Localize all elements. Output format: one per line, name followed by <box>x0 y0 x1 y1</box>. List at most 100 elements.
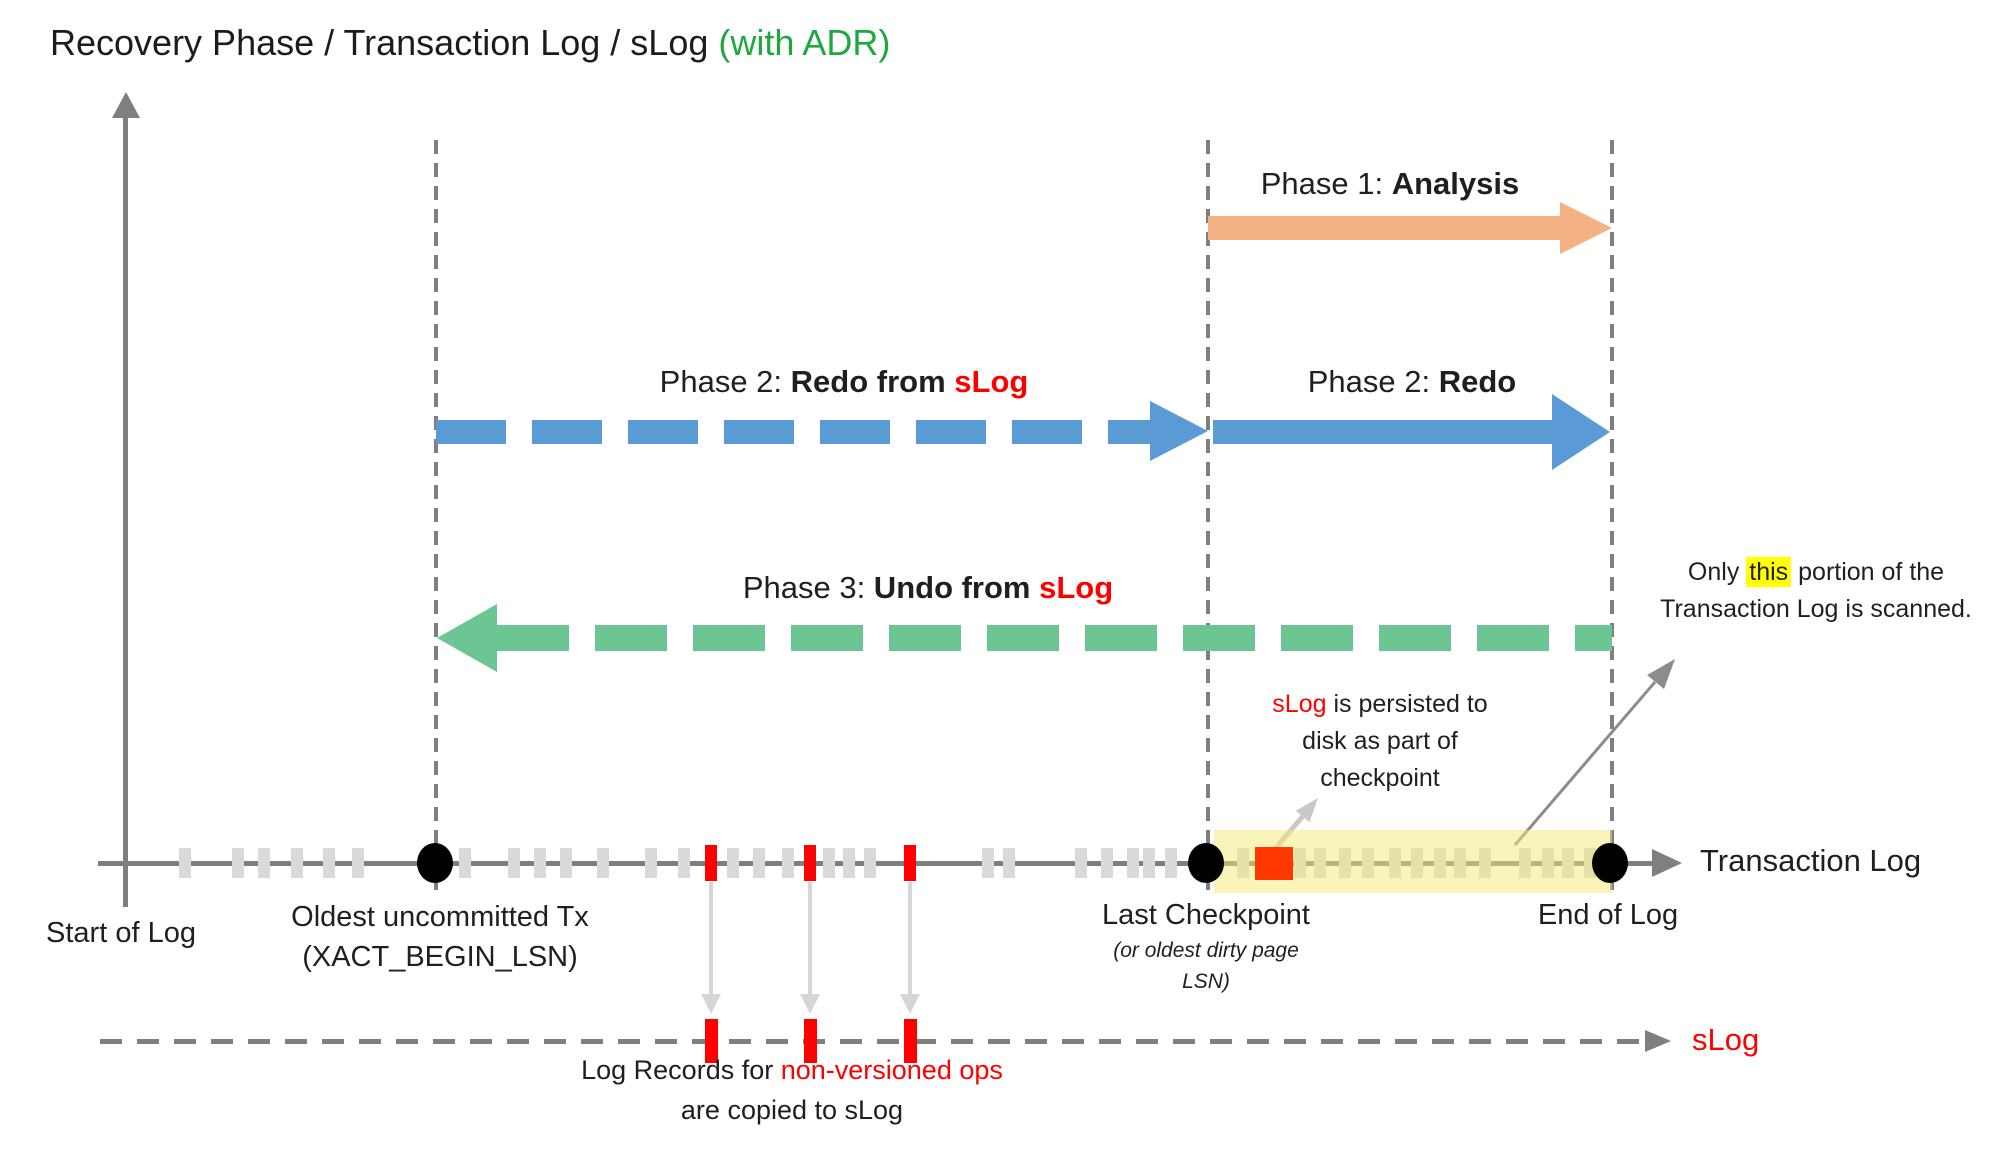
log-tick-red <box>705 845 717 881</box>
start-of-log-label: Start of Log <box>46 917 196 949</box>
phase1-label: Phase 1: Analysis <box>1261 166 1520 202</box>
checkpoint-dashed-line <box>1206 140 1210 893</box>
log-tick <box>864 848 876 878</box>
log-tick <box>753 848 765 878</box>
phase3-undo-arrowhead-icon <box>437 604 497 672</box>
log-tick <box>982 848 994 878</box>
phase3-undo-arrow <box>497 625 1612 651</box>
y-axis-line <box>123 112 128 907</box>
log-tick <box>823 848 835 878</box>
scanned-note-line1: Only this portion of the <box>1687 557 1945 587</box>
log-tick <box>678 848 690 878</box>
phase1-prefix: Phase 1: <box>1260 166 1392 201</box>
log-dot <box>1592 843 1628 883</box>
slog-tick-red <box>804 1019 817 1063</box>
xact-begin-lsn-label: (XACT_BEGIN_LSN) <box>302 941 578 973</box>
log-dot <box>1188 843 1224 883</box>
phase1-analysis-arrow <box>1208 216 1560 240</box>
phase2s-name: Redo from <box>790 364 955 399</box>
phase1-arrowhead-icon <box>1560 202 1612 254</box>
scanned-pointer-arrow-icon <box>1513 659 1675 846</box>
log-tick <box>1003 848 1015 878</box>
scanned-pre: Only <box>1687 558 1747 586</box>
last-checkpoint-label: Last Checkpoint <box>1102 899 1310 931</box>
persisted-note-line2: disk as part of <box>1302 727 1458 755</box>
copied-note-line1: Log Records for non-versioned ops <box>581 1055 1003 1086</box>
phase3-name: Undo from <box>873 570 1040 605</box>
slog-checkpoint-square <box>1255 847 1293 880</box>
copy-arrow-line <box>808 882 812 994</box>
log-dot <box>417 843 453 883</box>
phase2-name: Redo <box>1438 364 1517 399</box>
log-tick <box>560 848 572 878</box>
log-tick <box>459 848 471 878</box>
persisted-slog-word: sLog <box>1272 690 1327 718</box>
slog-tick-red <box>904 1019 917 1063</box>
end-of-log-dashed-line <box>1610 140 1614 893</box>
phase2-redo-from-slog-arrowhead-icon <box>1150 401 1208 461</box>
copied-pre: Log Records for <box>581 1055 781 1085</box>
phase3-slog: sLog <box>1039 570 1114 605</box>
log-tick <box>291 848 303 878</box>
copied-note-line2: are copied to sLog <box>680 1095 904 1125</box>
transaction-log-arrowhead-icon <box>1652 849 1682 877</box>
copy-arrow-head-icon <box>800 994 820 1014</box>
persisted-note-line3: checkpoint <box>1320 764 1440 792</box>
phase2-redo-from-slog-label: Phase 2: Redo from sLog <box>660 364 1029 400</box>
phase2s-prefix: Phase 2: <box>659 364 791 399</box>
end-of-log-label: End of Log <box>1537 899 1679 931</box>
log-tick <box>782 848 794 878</box>
scanned-post: portion of the <box>1791 558 1945 586</box>
log-tick <box>323 848 335 878</box>
phase2-redo-from-slog-arrow <box>436 420 1150 444</box>
oldest-dirty-page-label-2: LSN) <box>1182 970 1230 993</box>
log-tick <box>843 848 855 878</box>
slog-arrowhead-icon <box>1645 1030 1671 1052</box>
log-tick <box>1075 848 1087 878</box>
log-tick <box>232 848 244 878</box>
copy-arrow-line <box>908 882 912 994</box>
persisted-note-line1: sLog is persisted to <box>1272 690 1487 719</box>
copy-arrow-head-icon <box>900 994 920 1014</box>
log-tick <box>508 848 520 878</box>
log-tick-red <box>904 845 916 881</box>
log-tick-red <box>804 845 816 881</box>
scanned-this-highlight: this <box>1746 557 1792 587</box>
log-tick <box>534 848 546 878</box>
transaction-log-label: Transaction Log <box>1700 843 1922 878</box>
persisted-rest: is persisted to <box>1326 690 1488 718</box>
log-tick <box>645 848 657 878</box>
phase3-prefix: Phase 3: <box>742 570 874 605</box>
oldest-tx-label: Oldest uncommitted Tx <box>291 901 589 933</box>
phase1-name: Analysis <box>1391 166 1520 201</box>
title-text: Recovery Phase / Transaction Log / sLog <box>50 22 719 63</box>
phase2-redo-label: Phase 2: Redo <box>1308 364 1516 400</box>
copied-red-words: non-versioned ops <box>780 1055 1003 1085</box>
y-axis-arrowhead-icon <box>112 92 140 118</box>
log-tick <box>727 848 739 878</box>
slog-tick-red <box>705 1019 718 1063</box>
copy-arrow-head-icon <box>701 994 721 1014</box>
title-adr-text: (with ADR) <box>718 22 891 63</box>
log-tick <box>179 848 191 878</box>
page-title: Recovery Phase / Transaction Log / sLog … <box>50 22 890 64</box>
log-tick <box>1101 848 1113 878</box>
oldest-tx-dashed-line <box>434 140 438 893</box>
phase2s-slog: sLog <box>954 364 1029 399</box>
phase2-redo-arrowhead-icon <box>1552 394 1610 470</box>
log-tick <box>1165 848 1177 878</box>
slog-dashed-line <box>100 1039 1645 1044</box>
slog-label: sLog <box>1692 1022 1760 1057</box>
log-tick <box>597 848 609 878</box>
copy-arrow-line <box>709 882 713 994</box>
transaction-log-line <box>98 861 1655 866</box>
scanned-note-line2: Transaction Log is scanned. <box>1660 595 1972 623</box>
phase3-undo-label: Phase 3: Undo from sLog <box>743 570 1113 606</box>
phase2-redo-arrow <box>1213 420 1555 444</box>
log-tick <box>258 848 270 878</box>
oldest-dirty-page-label: (or oldest dirty page <box>1113 939 1299 962</box>
log-tick <box>1127 848 1139 878</box>
log-tick <box>1143 848 1155 878</box>
phase2-prefix: Phase 2: <box>1307 364 1439 399</box>
